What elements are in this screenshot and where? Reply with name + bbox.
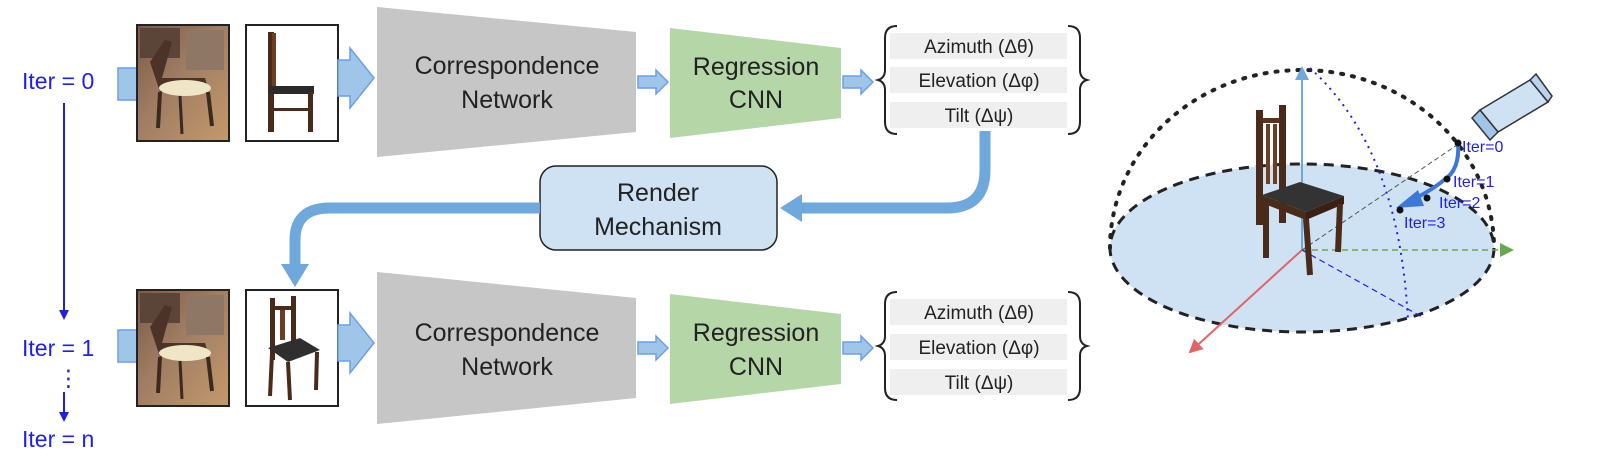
render-mechanism-label: Render [617, 179, 699, 207]
correspondence-network-top [377, 7, 636, 157]
regression-cnn-bottom-label: Regression [693, 319, 819, 347]
regression-cnn-top [670, 28, 841, 138]
regression-to-output-arrow-bottom [842, 334, 875, 362]
camera-icon [1470, 72, 1553, 142]
tilt-box-top [890, 102, 1067, 128]
iter1-point [1443, 175, 1451, 183]
regression-to-output-arrow-top [842, 68, 875, 96]
tilt-label-bottom: Tilt (Δψ) [945, 373, 1014, 394]
iter-ellipsis: ⋮ [57, 365, 80, 391]
output-brace-right-bottom [1067, 291, 1091, 401]
image-to-network-arrow-top [337, 45, 375, 111]
regression-cnn-bottom [670, 294, 841, 404]
input-arrow-bottom [117, 329, 139, 363]
tilt-box-bottom [890, 369, 1067, 395]
tilt-label-top: Tilt (Δψ) [945, 106, 1014, 127]
projection-dashed [1301, 249, 1425, 319]
correspondence-network-bottom [377, 272, 636, 424]
elevation-label-bottom: Elevation (Δφ) [918, 338, 1039, 359]
hemisphere-outline [1108, 68, 1496, 250]
network-to-regression-arrow-bottom [637, 334, 670, 362]
azimuth-box-top [890, 33, 1067, 59]
input-arrow-top [117, 67, 139, 101]
iter1-sphere-label: Iter=1 [1453, 174, 1494, 191]
trajectory-arrowhead [1396, 190, 1424, 208]
rendered-chair-top [245, 24, 339, 142]
network-to-regression-arrow-top [637, 68, 670, 96]
correspondence-network-bottom-label: Correspondence [415, 319, 600, 347]
iter-n-label: Iter = n [22, 426, 94, 452]
regression-cnn-top-label-2: CNN [729, 86, 783, 114]
correspondence-network-top-label: Correspondence [415, 52, 600, 80]
elevation-box-top [890, 67, 1067, 93]
meridian-dotted [1309, 67, 1409, 323]
render-to-image-arrow [289, 202, 540, 268]
iter0-sphere-label: Iter=0 [1462, 139, 1503, 156]
regression-cnn-top-label: Regression [693, 53, 819, 81]
regression-cnn-bottom-label-2: CNN [729, 353, 783, 381]
iter0-point [1454, 139, 1462, 147]
azimuth-label-top: Azimuth (Δθ) [924, 37, 1034, 58]
output-to-render-arrowhead [780, 194, 802, 222]
azimuth-label-bottom: Azimuth (Δθ) [924, 303, 1034, 324]
iter-0-label: Iter = 0 [22, 68, 94, 94]
image-to-network-arrow-bottom [337, 310, 375, 376]
render-to-image-arrowhead [281, 264, 309, 287]
elevation-label-top: Elevation (Δφ) [918, 71, 1039, 92]
real-photo-bottom [136, 289, 230, 407]
real-photo-top [136, 24, 230, 142]
iter-1-label: Iter = 1 [22, 335, 94, 361]
depth-axis [1188, 249, 1303, 354]
elevation-box-bottom [890, 334, 1067, 360]
output-brace-left-top [874, 25, 898, 135]
correspondence-network-top-label-2: Network [461, 86, 553, 114]
correspondence-network-bottom-label-2: Network [461, 353, 553, 381]
output-to-render-arrow [798, 131, 991, 214]
render-mechanism-label-2: Mechanism [594, 213, 722, 241]
iter2-point [1423, 194, 1431, 202]
chair-3d-model [1256, 105, 1344, 276]
viewpoint-sphere: Iter=0 Iter=1 Iter=2 Iter=3 [1108, 66, 1553, 354]
iter3-sphere-label: Iter=3 [1404, 215, 1445, 232]
rendered-chair-bottom [245, 289, 339, 407]
iter2-sphere-label: Iter=2 [1439, 195, 1480, 212]
iter3-point [1396, 206, 1404, 214]
azimuth-box-bottom [890, 299, 1067, 325]
output-brace-left-bottom [874, 291, 898, 401]
output-brace-right-top [1067, 25, 1091, 135]
